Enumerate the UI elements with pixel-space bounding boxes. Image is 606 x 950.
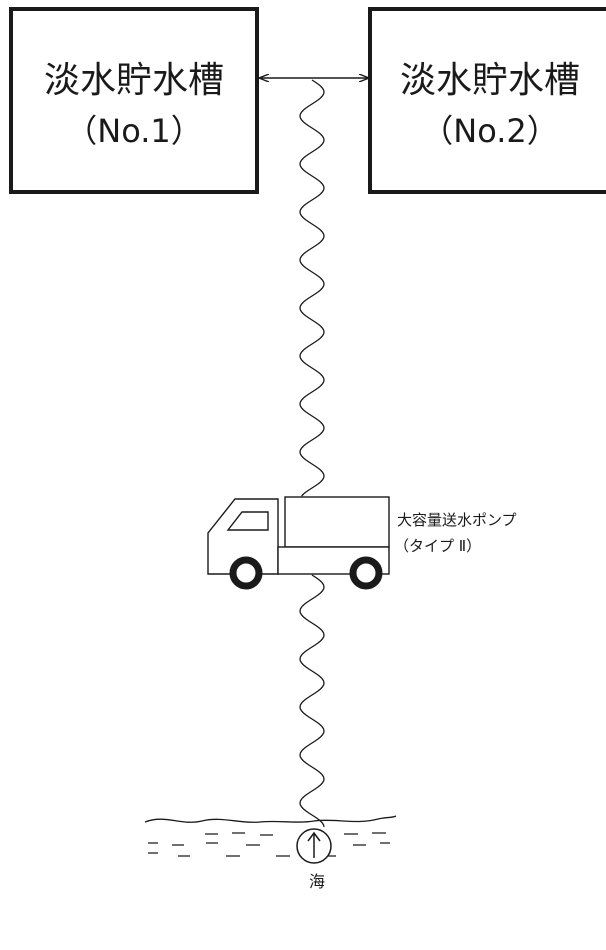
sea-label: 海 bbox=[309, 872, 325, 891]
sea-wave-line bbox=[144, 815, 397, 823]
sea-surface bbox=[144, 815, 397, 857]
up-arrow-icon bbox=[307, 831, 321, 858]
pump-truck bbox=[207, 496, 390, 590]
hose-lower bbox=[299, 574, 325, 828]
truck-front-wheel bbox=[229, 556, 263, 590]
tank-no2-box bbox=[368, 7, 606, 194]
truck-rear-wheel bbox=[349, 556, 383, 590]
tank-no2-id: （No.2） bbox=[421, 112, 559, 150]
tank-no2-name: 淡水貯水槽 bbox=[400, 60, 580, 101]
sea-ripple-row-1 bbox=[205, 832, 386, 836]
tank-no1-name: 淡水貯水槽 bbox=[44, 60, 224, 101]
tank-no1-box bbox=[9, 7, 259, 194]
hose-upper bbox=[299, 79, 325, 497]
tank-no1: 淡水貯水槽 （No.1） bbox=[9, 7, 259, 194]
tank-no1-id: （No.1） bbox=[65, 112, 203, 150]
truck-window bbox=[226, 511, 269, 531]
tank-no2: 淡水貯水槽 （No.2） bbox=[368, 7, 606, 194]
sea-ripple-row-2 bbox=[148, 842, 390, 846]
suction-pump-symbol bbox=[296, 828, 332, 864]
truck-cargo-box bbox=[284, 496, 390, 548]
sea-ripple-row-3 bbox=[148, 852, 336, 857]
pump-type: （タイプ Ⅱ） bbox=[394, 537, 481, 555]
pump-name: 大容量送水ポンプ bbox=[397, 511, 517, 529]
